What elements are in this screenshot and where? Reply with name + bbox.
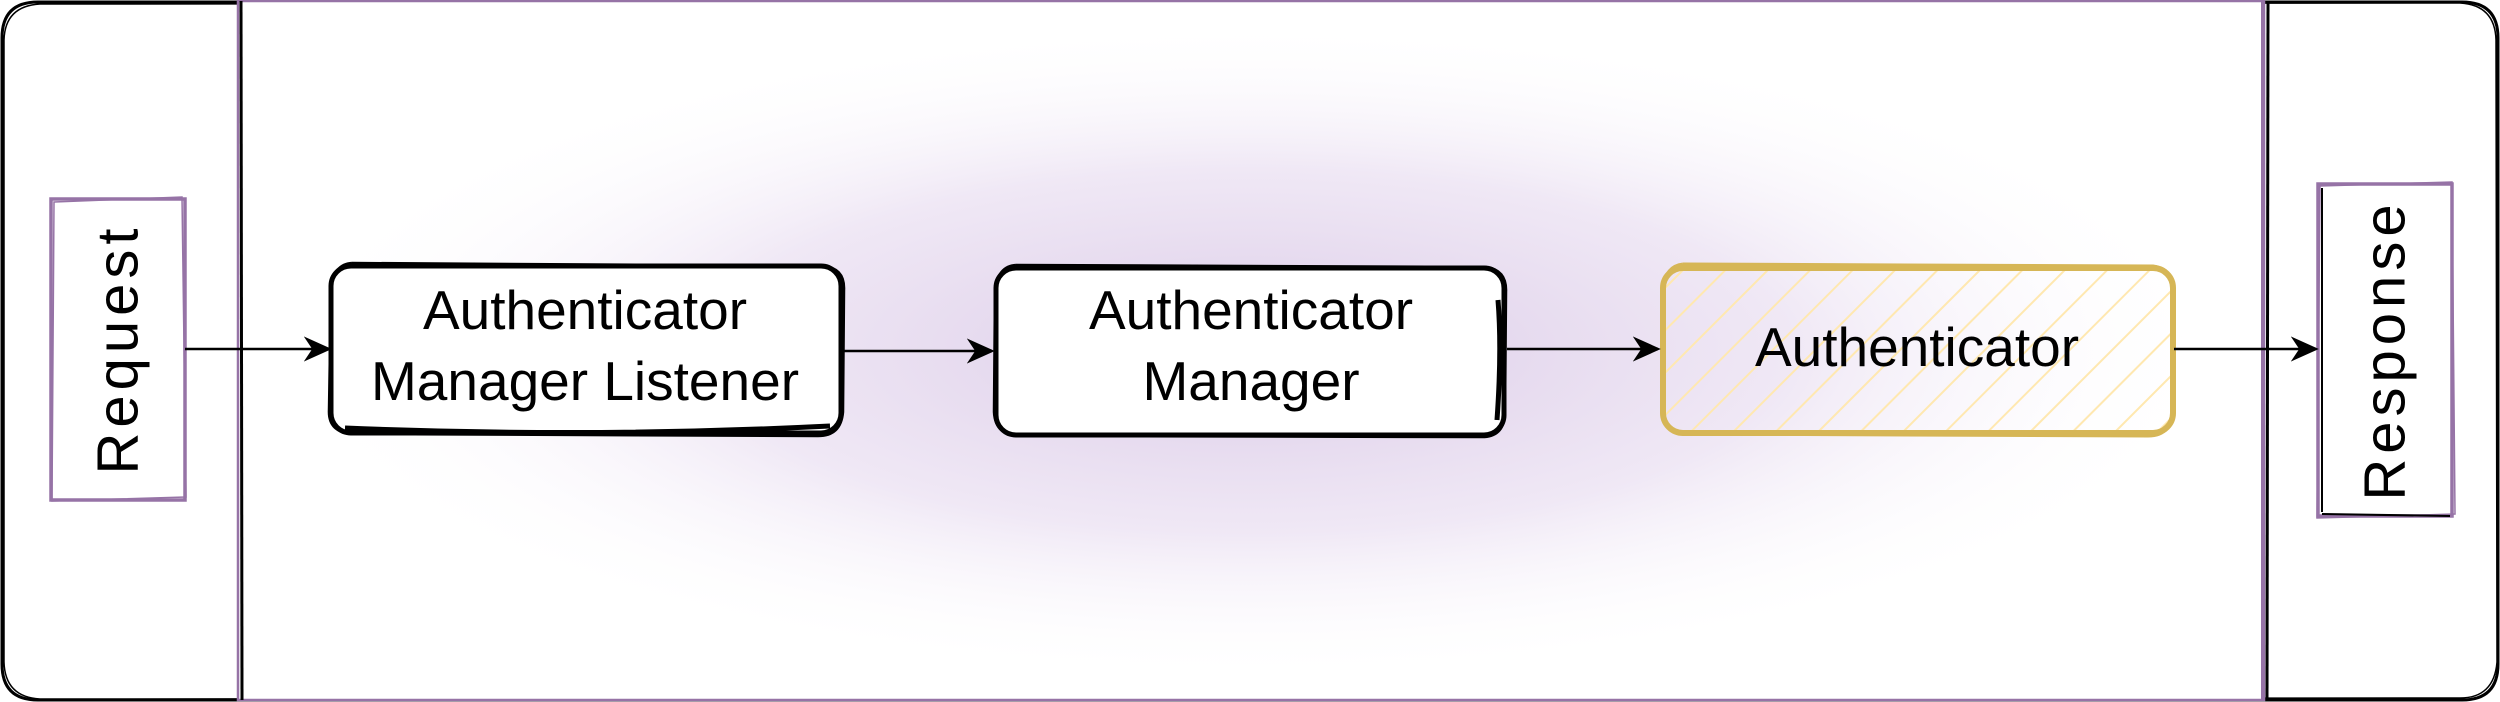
manager-box <box>993 265 1507 438</box>
listener-box-ink <box>344 423 831 436</box>
manager-box-sketch <box>992 263 1508 439</box>
outer-frame-sketch <box>3 2 2498 700</box>
authenticator-node: Authenticator <box>1660 262 2176 438</box>
authenticator-box-sketch <box>1660 262 2176 438</box>
authenticator-manager-listener-node: Authenticator Manager Listener <box>327 261 846 438</box>
request-box-sketch <box>51 196 187 502</box>
request-node: Request <box>49 196 187 502</box>
request-label: Request <box>86 223 151 474</box>
response-node: Response <box>2316 181 2456 519</box>
manager-box-ink <box>1494 299 1503 421</box>
manager-label-line2: Manager <box>1142 350 1359 412</box>
response-box-ink-bottom <box>2321 513 2451 517</box>
listener-label-line2: Manager Listener <box>371 350 799 412</box>
band-left-edge <box>239 0 244 701</box>
authenticator-label: Authenticator <box>1755 316 2079 378</box>
listener-label-line1: Authenticator <box>423 279 747 341</box>
authenticator-manager-node: Authenticator Manager <box>992 263 1508 439</box>
manager-label-line1: Authenticator <box>1089 279 1413 341</box>
request-box <box>49 197 187 502</box>
response-label: Response <box>2353 199 2418 500</box>
response-box-sketch <box>2316 181 2456 519</box>
band-right-edge <box>2265 0 2270 701</box>
listener-box-sketch <box>327 261 846 438</box>
